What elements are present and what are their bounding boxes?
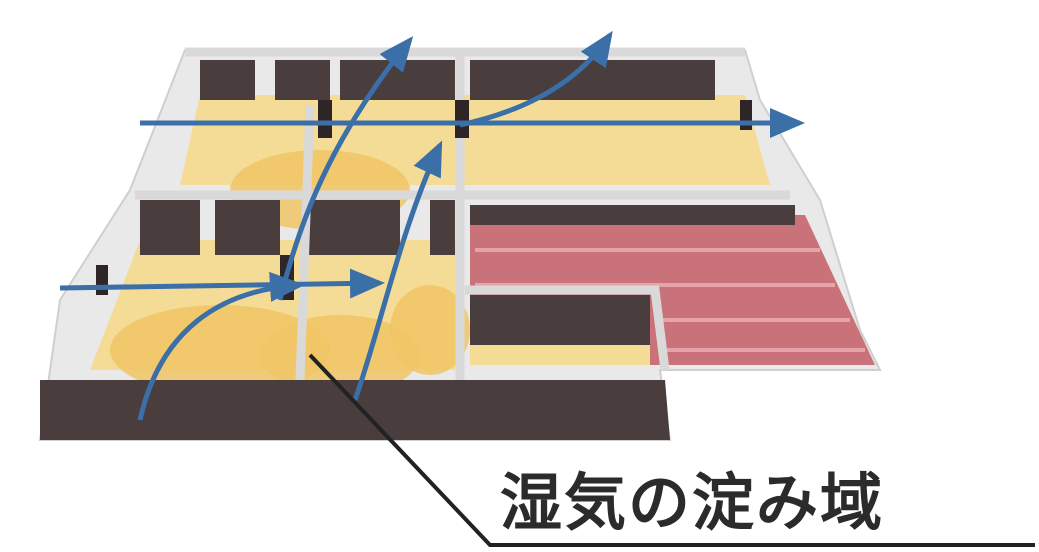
vent-post — [318, 100, 332, 138]
foundation-wall — [215, 200, 280, 255]
foundation-wall — [340, 60, 455, 100]
foundation-wall — [200, 60, 255, 100]
wall-top-edges — [135, 47, 790, 381]
airflow-arrow — [59, 268, 385, 299]
foundation-wall — [470, 60, 715, 100]
foundation-wall — [470, 205, 795, 225]
callout-leader-line — [308, 353, 1035, 547]
stagnant-zone — [390, 285, 470, 375]
vent-post — [96, 265, 108, 295]
vent-post — [455, 100, 469, 138]
foundation-wall — [470, 295, 650, 345]
floor-strip — [470, 345, 650, 365]
airflow-arrow — [137, 271, 305, 421]
foundation-wall — [275, 60, 330, 100]
airflow-arrow — [277, 36, 414, 301]
foundation-wall — [305, 200, 400, 255]
foundation-wall — [140, 200, 200, 255]
foundation-wall-front — [40, 380, 670, 440]
foundation-wall — [430, 200, 455, 255]
airflow-arrow — [352, 140, 443, 401]
callout-label: 湿気の淀み域 — [500, 466, 885, 539]
airflow-arrow — [459, 30, 613, 128]
